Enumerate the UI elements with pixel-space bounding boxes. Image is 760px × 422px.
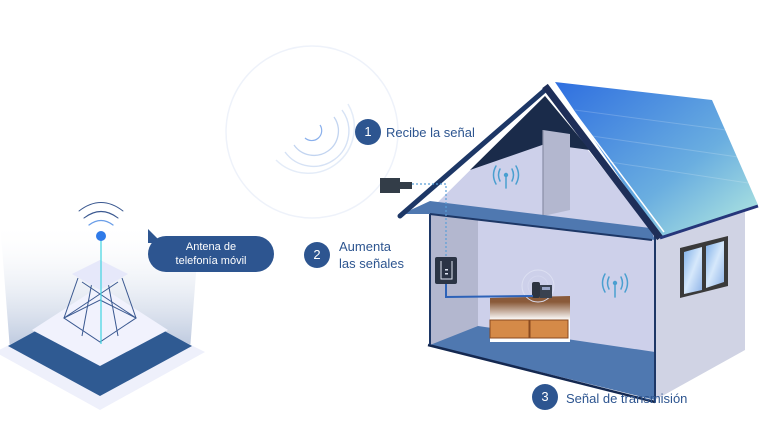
external-antenna-icon [380, 178, 412, 193]
cell-tower-illustration [0, 202, 205, 410]
house-attic-wall [430, 96, 650, 228]
house-ground-floor [430, 326, 655, 400]
step-3-badge: 3 [532, 384, 558, 410]
house-middle-floor [402, 201, 655, 240]
antenna-cable [412, 183, 447, 257]
step-3-label: Señal de transmisión [566, 391, 688, 406]
attic-signal-icon [492, 165, 520, 189]
step-2-badge: 2 [304, 242, 330, 268]
tower-label-line1: Antena de [185, 241, 237, 253]
signal-booster-device [435, 257, 457, 284]
tower-lattice [63, 277, 137, 343]
booster-cable [445, 284, 534, 299]
roof-ridge-beam [542, 83, 663, 241]
roof-panel-lines [574, 109, 749, 184]
tower-top-platform [72, 260, 128, 290]
desk-phone-icon [521, 269, 555, 303]
tower-label-bubble: Antena de telefonía móvil [148, 236, 274, 272]
tower-wifi-icon [78, 202, 124, 226]
step-2-label-line2: las señales [339, 256, 405, 271]
roof-solar-panel [555, 82, 758, 238]
step-2-label: Aumenta las señales [339, 238, 404, 272]
tower-label-line2: telefonía móvil [175, 255, 247, 267]
room-signal-icon [601, 273, 629, 298]
step-2-label-line1: Aumenta [339, 239, 392, 254]
house-attic-partition [543, 130, 570, 216]
step-1-badge: 1 [355, 119, 381, 145]
house-attic-shadow [470, 96, 590, 170]
radio-waves-icon [225, 45, 399, 219]
house-window [680, 236, 728, 298]
tower-antenna-dot [96, 231, 106, 241]
house-illustration [380, 82, 759, 404]
step-1-label: Recibe la señal [386, 125, 475, 140]
cabinet [489, 296, 570, 342]
house-side-wall [655, 212, 745, 400]
roof-left-edge [397, 87, 548, 219]
tower-pyramid [32, 286, 168, 366]
